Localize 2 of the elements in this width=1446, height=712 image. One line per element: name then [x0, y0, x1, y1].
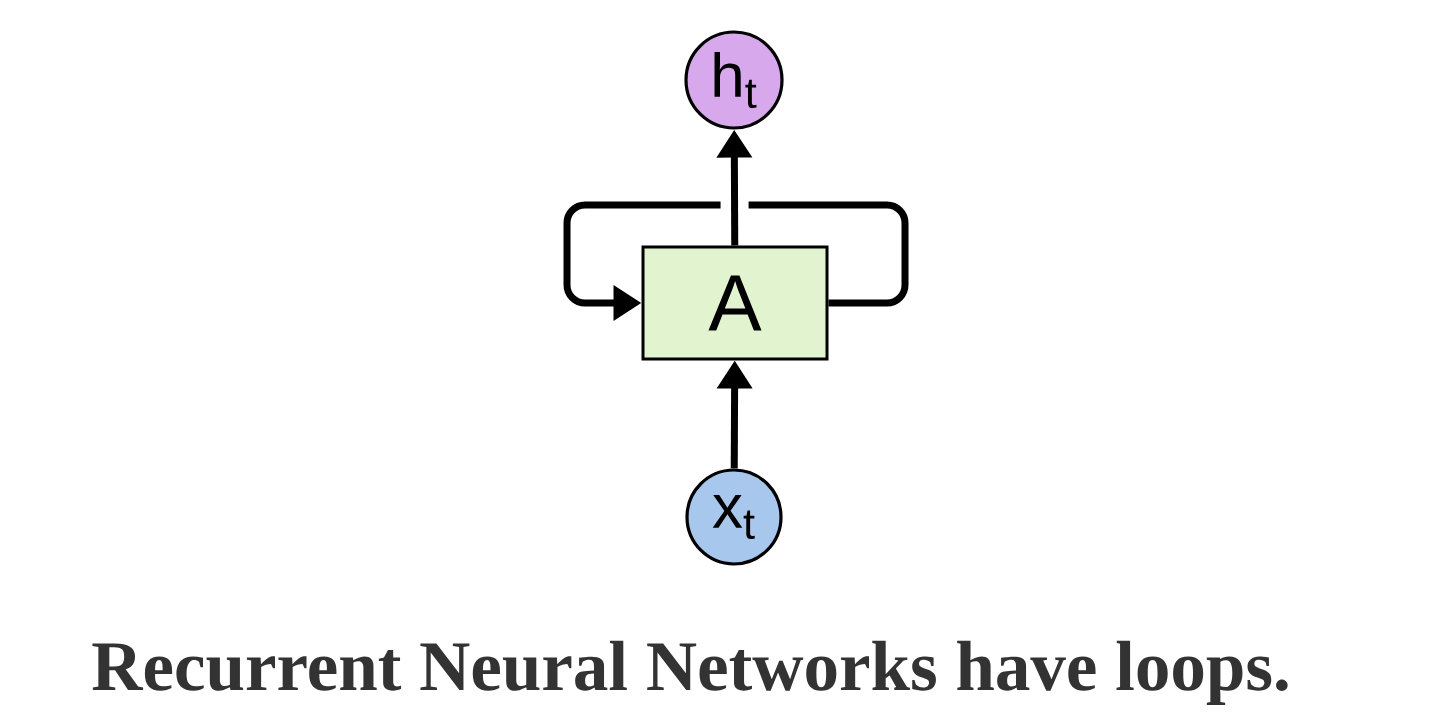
caption: Recurrent Neural Networks have loops. — [92, 640, 1288, 706]
cell-box: A — [641, 245, 829, 361]
